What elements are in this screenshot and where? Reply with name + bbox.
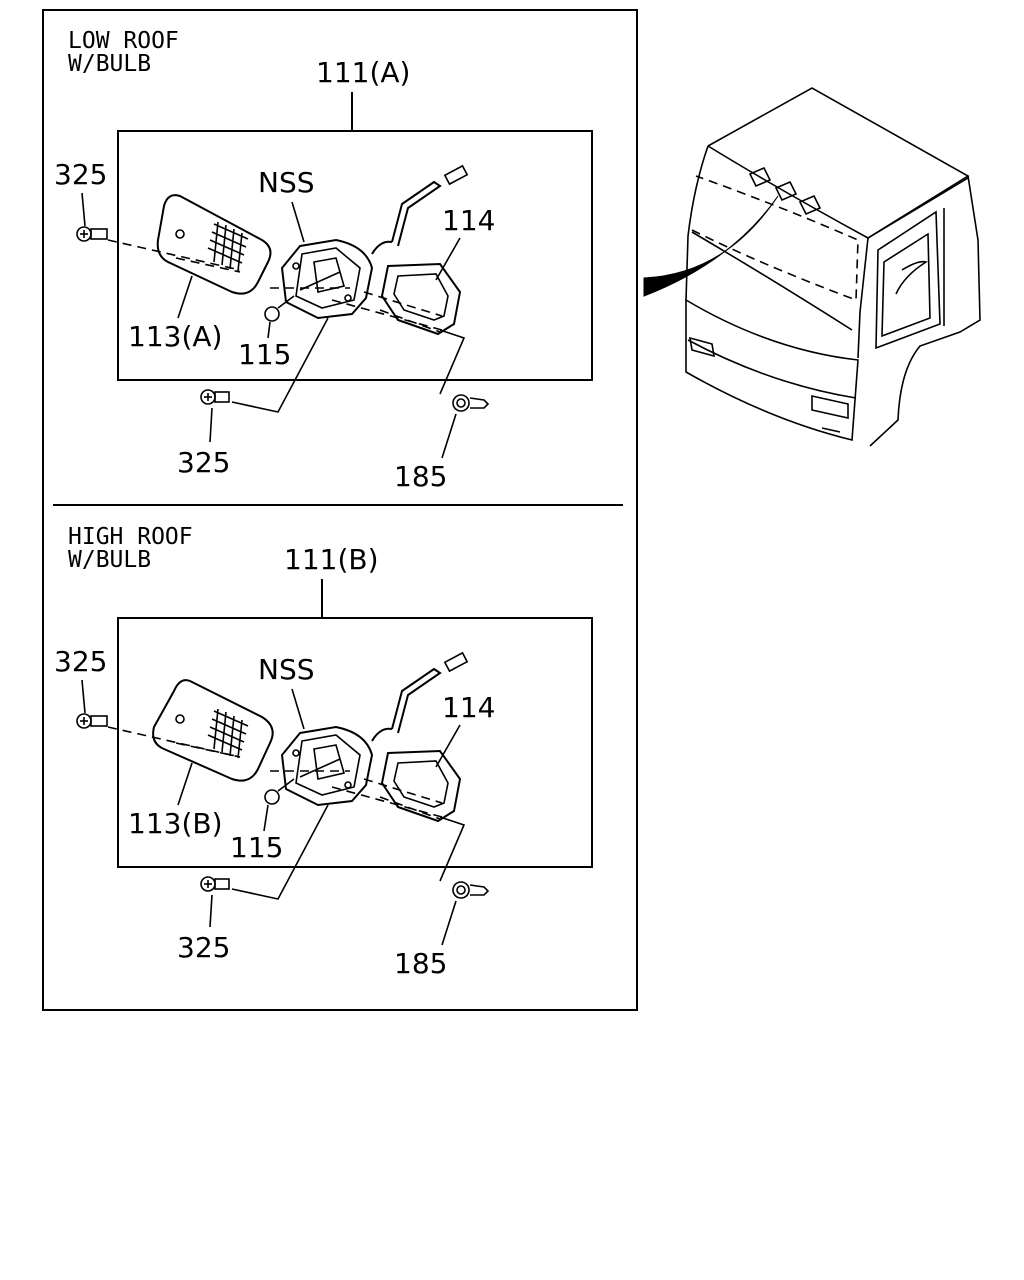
screw-bottom-leader-line	[231, 317, 329, 413]
housing-part	[280, 164, 469, 320]
housing-part	[280, 651, 469, 807]
screw-left-dash	[107, 726, 241, 758]
section-caption-line2: W/BULB	[68, 51, 151, 77]
callout-bulb: 115	[238, 338, 291, 371]
bulb-part	[264, 778, 295, 805]
diagram-frame	[42, 9, 638, 1011]
bulb-leader	[263, 804, 269, 832]
clip-leader	[441, 413, 457, 459]
callout-screw-bottom: 325	[177, 931, 230, 964]
clip-leader-line	[439, 816, 466, 882]
callout-screw-left: 325	[54, 158, 107, 191]
lens-part	[152, 679, 274, 782]
bulb-leader	[267, 321, 271, 339]
section-caption-line1: HIGH ROOF	[68, 524, 193, 550]
assembly-label: 111(A)	[316, 56, 410, 89]
assembly-box	[117, 617, 593, 868]
callout-lens: 113(B)	[128, 807, 223, 840]
clip-icon	[452, 881, 490, 899]
screw-left-leader	[81, 192, 86, 227]
truck-cab-illustration	[643, 87, 981, 447]
clip-icon	[452, 394, 490, 412]
screw-left-icon	[76, 226, 108, 242]
callout-screw-bottom: 325	[177, 446, 230, 479]
section-low-roof: LOW ROOF W/BULB 111(A) 325 113(A)	[54, 28, 593, 493]
location-pointer	[643, 195, 779, 297]
section-caption-line1: LOW ROOF	[68, 28, 179, 54]
nss-leader	[291, 201, 305, 243]
assembly-label: 111(B)	[284, 543, 379, 576]
lens-leader	[177, 762, 193, 806]
screw-bottom-leader	[209, 894, 213, 928]
roof-marker-lamps	[748, 166, 822, 216]
screw-left-leader	[81, 679, 86, 714]
callout-screw-left: 325	[54, 645, 107, 678]
callout-lens: 113(A)	[128, 320, 222, 353]
screw-left-icon	[76, 713, 108, 729]
callout-gasket: 114	[442, 204, 495, 237]
screw-bottom-leader	[209, 407, 213, 443]
clip-leader	[441, 900, 457, 946]
screw-left-dash	[107, 239, 241, 271]
clip-leader-line	[439, 329, 466, 395]
bulb-part	[264, 295, 295, 322]
gasket-leader	[435, 724, 461, 768]
callout-gasket: 114	[442, 691, 495, 724]
section-caption-line2: W/BULB	[68, 547, 151, 573]
gasket-leader	[435, 237, 461, 281]
callout-bulb: 115	[230, 831, 283, 864]
section-high-roof: HIGH ROOF W/BULB 111(B) 325 113(B)	[54, 524, 593, 980]
callout-nss: NSS	[258, 653, 315, 686]
lens-leader	[177, 275, 193, 319]
nss-leader	[291, 688, 305, 730]
screw-bottom-icon	[200, 876, 230, 892]
screw-bottom-leader-line	[231, 804, 329, 900]
screw-bottom-icon	[200, 389, 230, 405]
callout-clip: 185	[394, 947, 447, 980]
callout-clip: 185	[394, 460, 447, 493]
callout-nss: NSS	[258, 166, 315, 199]
lens-part	[156, 194, 272, 295]
assembly-box	[117, 130, 593, 381]
